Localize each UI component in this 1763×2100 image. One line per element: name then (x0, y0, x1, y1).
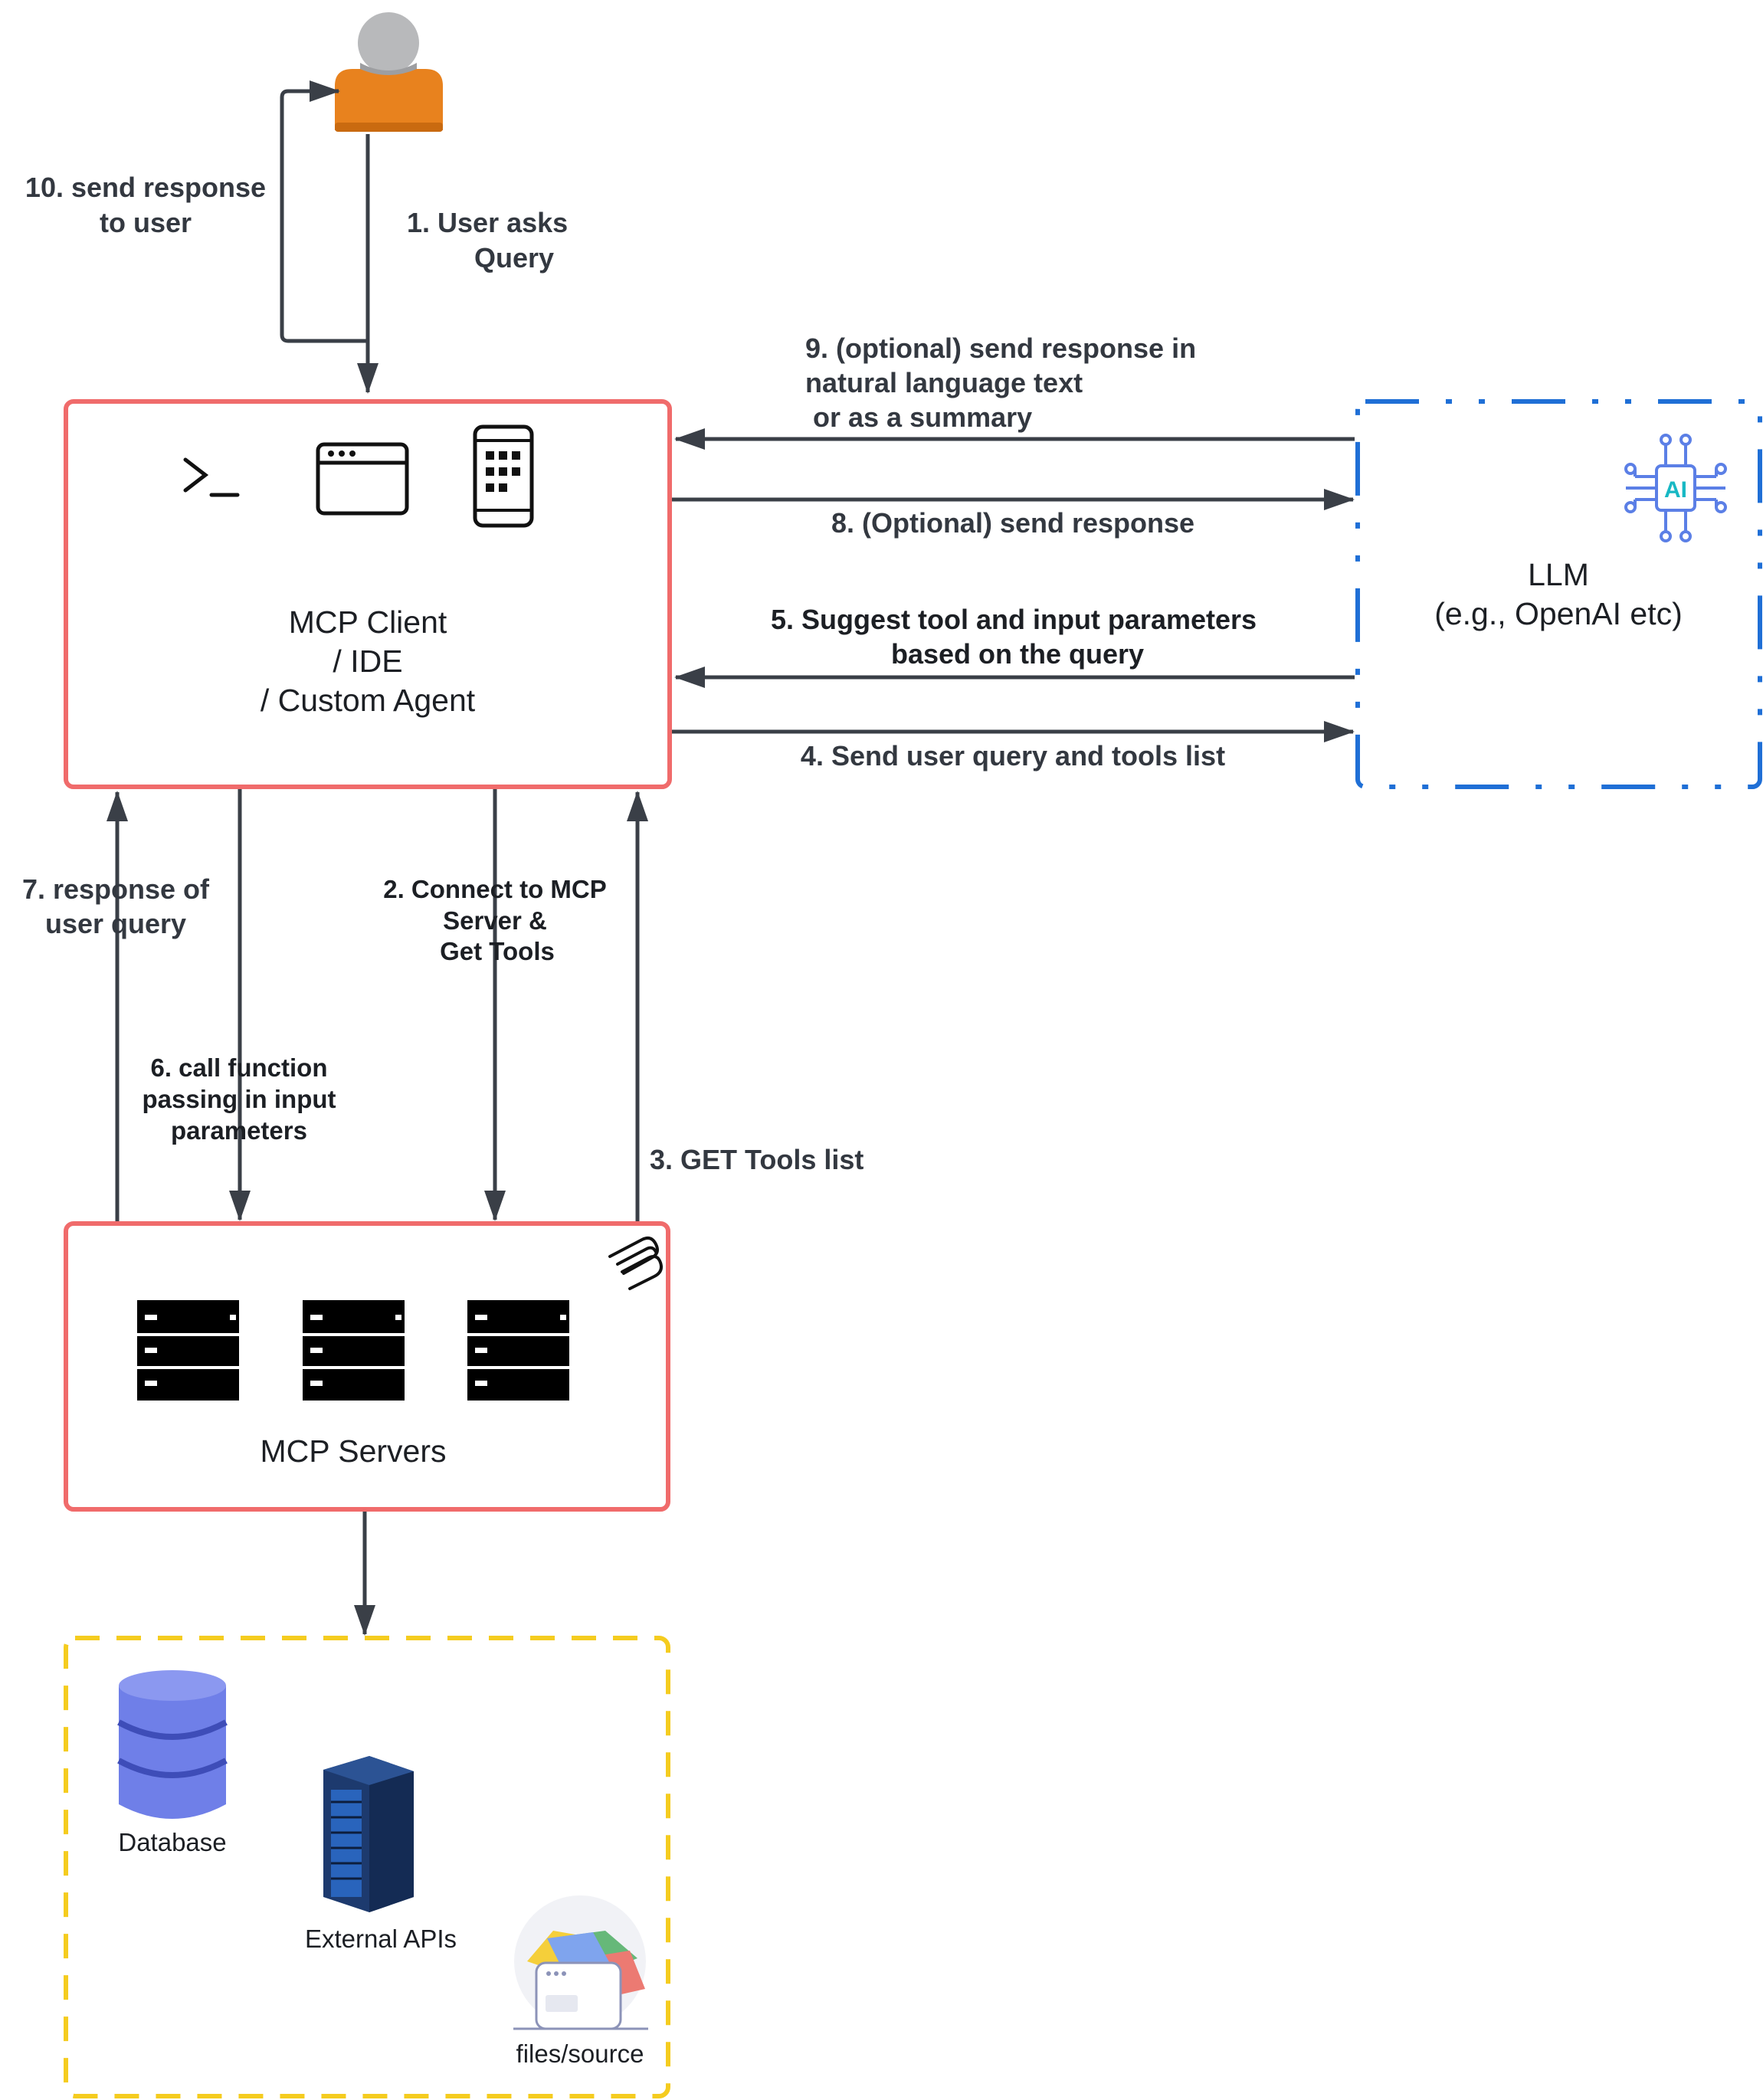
edge-6-label-line2: passing in input (143, 1085, 336, 1113)
server-icon (137, 1300, 239, 1401)
edge-10-label-line1: 10. send response (25, 172, 266, 203)
edge-9-label-line1: 9. (optional) send response in (805, 333, 1196, 364)
llm-box: AI LLM (e.g., OpenAI etc) (1355, 399, 1762, 789)
mcp-client-box: MCP Client / IDE / Custom Agent (64, 399, 672, 789)
edge-8-label: 8. (Optional) send response (831, 507, 1194, 539)
servers-label: MCP Servers (260, 1433, 446, 1469)
edge-10-arrow (280, 80, 366, 343)
files-label: files/source (516, 2039, 644, 2068)
edge-2-label-line1: 2. Connect to MCP (383, 875, 607, 903)
ai-chip-icon (1624, 434, 1727, 542)
mcp-servers-box: MCP Servers (64, 1221, 670, 1512)
edge-4-label: 4. Send user query and tools list (801, 740, 1225, 772)
browser-window-icon (316, 442, 409, 516)
edge-5-label-line1: 5. Suggest tool and input parameters (771, 604, 1257, 635)
server-icon (467, 1300, 569, 1401)
edge-1-label-line1: 1. User asks (407, 207, 568, 238)
server-icon (303, 1300, 405, 1401)
ai-chip-label: AI (1664, 477, 1687, 503)
database-label: Database (118, 1828, 226, 1856)
edge-7-label-line1: 7. response of (22, 873, 210, 905)
data-sources-box: Database External APIs (64, 1636, 670, 2098)
edge-1-label-line2: Query (474, 242, 554, 274)
edge-7-label-line2: user query (45, 908, 186, 939)
mobile-phone-icon (473, 424, 534, 528)
llm-label-line2: (e.g., OpenAI etc) (1434, 596, 1683, 631)
edge-9-label-line3: or as a summary (805, 401, 1032, 433)
edge-2-label-line2: Server & (443, 906, 547, 935)
edge-2-label-line3: Get Tools (440, 937, 555, 965)
edge-3-label: 3. GET Tools list (650, 1144, 863, 1175)
edge-6-label-line3: parameters (171, 1116, 307, 1145)
edge-6-label-line1: 6. call function (150, 1053, 327, 1082)
edge-10-label-line2: to user (100, 207, 192, 238)
edge-9-label-line2: natural language text (805, 367, 1083, 398)
client-label-line2: / IDE (333, 644, 402, 679)
terminal-icon (183, 457, 240, 497)
server-rack-icon (323, 1756, 414, 1912)
mcp-logo-icon (608, 1237, 663, 1290)
files-folder-icon (513, 1895, 648, 2030)
user-icon (335, 12, 443, 132)
client-label-line1: MCP Client (289, 604, 447, 640)
client-label-line3: / Custom Agent (261, 683, 476, 718)
database-icon (117, 1670, 228, 1819)
edge-5-label-line2: based on the query (891, 638, 1144, 670)
external-apis-label: External APIs (305, 1925, 457, 1953)
llm-label-line1: LLM (1528, 557, 1589, 592)
